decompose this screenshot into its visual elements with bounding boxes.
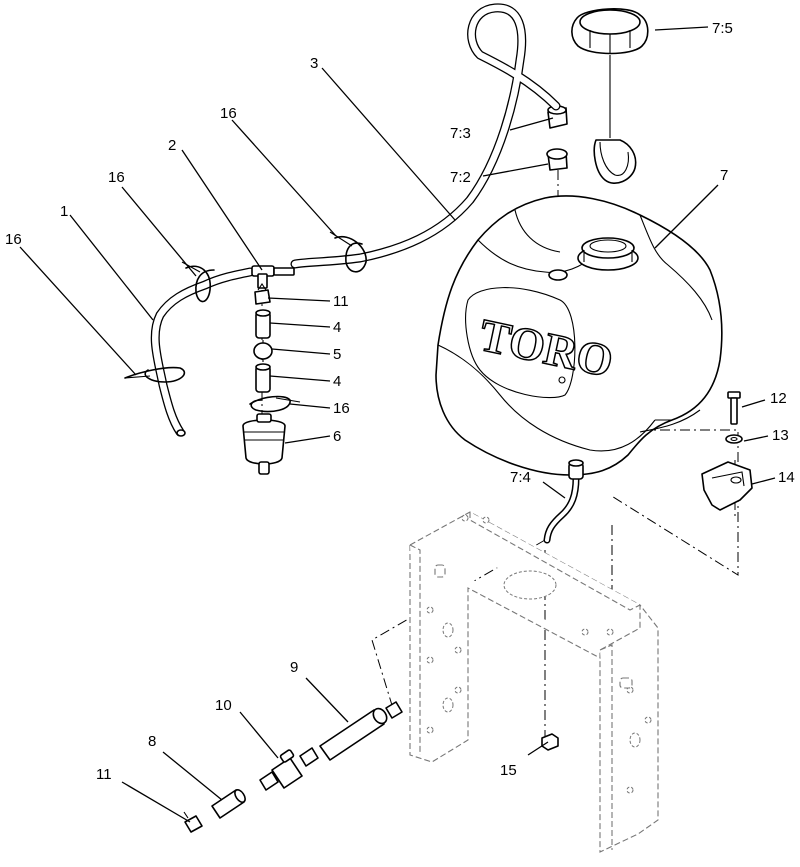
callout-11-upper: 11 <box>333 293 349 310</box>
short-hose-a <box>255 309 271 339</box>
clamp-left <box>124 366 186 383</box>
callout-7-5: 7:5 <box>712 20 733 37</box>
tank-bushing <box>546 148 568 171</box>
fuel-hose <box>319 707 388 761</box>
fuel-filter <box>242 413 286 475</box>
callout-3: 3 <box>310 55 318 72</box>
mounting-frame <box>409 511 659 853</box>
clamp-filter <box>249 395 301 413</box>
washer <box>725 434 743 444</box>
clamp-right <box>329 231 367 273</box>
shutoff-valve <box>259 747 319 791</box>
callout-7-3: 7:3 <box>450 125 471 142</box>
callout-16-left: 16 <box>5 231 22 248</box>
hose-clamp-right-9 <box>385 701 403 719</box>
clamp-lower <box>183 811 203 833</box>
callout-7-2: 7:2 <box>450 169 471 186</box>
callout-4-upper: 4 <box>333 319 341 336</box>
callout-13: 13 <box>772 427 789 444</box>
callout-1: 1 <box>60 203 68 220</box>
callout-12: 12 <box>770 390 787 407</box>
callout-16-filter: 16 <box>333 400 350 417</box>
callout-7-4: 7:4 <box>510 469 531 486</box>
callout-11-lower: 11 <box>96 766 112 783</box>
bolt <box>727 391 741 425</box>
hose-tee <box>251 265 295 289</box>
hose-end <box>211 788 246 819</box>
fuel-cap <box>571 8 649 184</box>
mount-bracket <box>701 461 753 511</box>
short-hose-b <box>255 363 271 393</box>
callout-7: 7 <box>720 167 728 184</box>
check-valve <box>253 340 273 362</box>
callout-5: 5 <box>333 346 341 363</box>
callout-labels: 7:5 7:3 7:2 7 3 2 16 16 1 16 11 4 5 4 16… <box>5 20 795 783</box>
clamp-upper <box>254 283 271 305</box>
leader-lines <box>19 26 776 823</box>
callout-9: 9 <box>290 659 298 676</box>
callout-4-lower: 4 <box>333 373 341 390</box>
callout-2: 2 <box>168 137 176 154</box>
fuel-tank: TORO <box>435 195 723 476</box>
return-hose <box>150 267 255 437</box>
callout-10: 10 <box>215 697 232 714</box>
vent-hose <box>290 3 561 269</box>
callout-16-left-upper: 16 <box>108 169 125 186</box>
callout-14: 14 <box>778 469 795 486</box>
outlet-elbow <box>543 459 584 544</box>
callout-6: 6 <box>333 428 341 445</box>
callout-16-mid: 16 <box>220 105 237 122</box>
nut <box>541 733 559 751</box>
callout-8: 8 <box>148 733 156 750</box>
callout-15: 15 <box>500 762 517 779</box>
